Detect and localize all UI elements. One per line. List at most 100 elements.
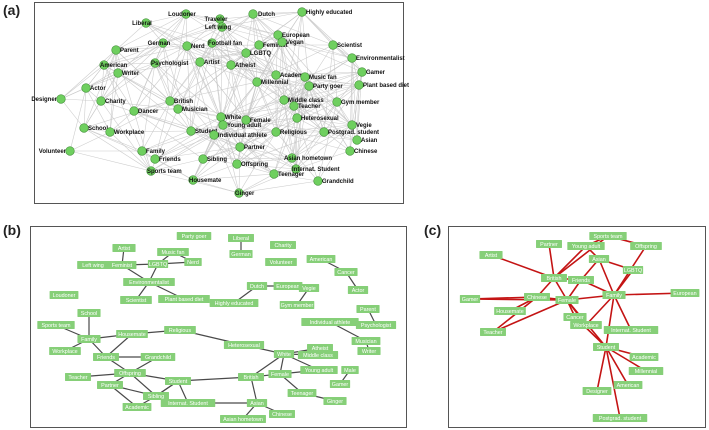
network-b-node-box [356,305,380,313]
network-a-edge [273,105,295,175]
network-b-node-box [114,369,146,377]
node-a-european: European [273,30,310,40]
node-a-american: American [99,60,128,70]
network-a-edge [291,131,325,159]
network-a-edge [186,45,247,54]
node-a-label: Grandchild [322,179,354,185]
node-a-label: Traveler [204,17,228,23]
node-a-sibling: Sibling [198,154,227,164]
network-c-node-box [629,353,659,361]
network-a-edge [349,57,353,152]
network-b-node-box [93,353,119,361]
network-a-edge [83,127,143,152]
network-c-node-label: Millennial [635,369,657,375]
node-a-circle [271,70,281,80]
node-a-left-wing: Left wing [205,22,232,32]
network-b-node-box [298,284,320,292]
network-a-edge [252,13,279,36]
network-b-node-label: Plant based diet [165,297,204,303]
network-c-node-box [593,343,619,351]
node-a-british: British [165,96,193,106]
node-a-circle [158,38,168,48]
network-c-edge [553,245,587,279]
network-a-edge [100,100,152,172]
network-a-edge [202,81,258,160]
node-a-circle [188,175,198,185]
network-c-node-box [541,274,567,282]
network-b-node-box [351,337,381,345]
network-a-edge [291,124,353,159]
network-b-node-cancer: Cancer [334,268,358,276]
network-a-edge [185,13,279,36]
node-a-housemate: Housemate [188,175,222,185]
network-a-edge [141,124,224,152]
node-a-circle [273,30,283,40]
network-b-node-school: School [77,309,101,317]
network-a-edge [154,45,188,64]
network-b-node-box [347,286,369,294]
network-b-node-scientist: Scientist [120,296,152,304]
network-b-node-box [273,350,295,358]
network-a-edge [85,87,111,133]
node-a-circle [195,57,205,67]
node-a-circle [235,142,245,152]
network-c-edge [596,346,607,392]
network-a-edge [304,76,338,103]
node-a-feminist: Feminist [254,40,288,50]
network-a-edge [154,124,224,160]
network-a-edge [283,84,360,101]
network-a-edge [192,179,240,194]
node-a-gamer: Gamer [357,67,386,77]
network-b-node-box [140,353,176,361]
network-b-node-european: European [273,282,303,290]
network-a-edge [220,44,260,118]
network-c-node-box [602,291,626,299]
node-a-label: Partner [244,145,266,151]
node-a-circle [96,96,106,106]
network-a-edge [186,26,223,47]
network-a-edge [238,131,277,194]
network-a-edge [109,49,117,133]
network-c-node-box [628,367,664,375]
node-a-label: Academic [280,73,309,79]
network-b-node-box [165,377,191,385]
node-a-label: Volunteer [39,149,67,155]
network-c-edge [492,299,568,333]
network-a-edge [245,41,283,121]
network-a-edge [211,42,232,66]
node-a-label: Gym member [341,100,380,106]
network-b-node-box [147,260,169,268]
node-a-label: Actor [90,86,106,92]
network-a-edge [230,64,241,148]
network-a-edge [199,61,277,76]
network-a-edge [275,74,353,126]
node-a-label: Left wing [205,25,232,31]
network-a-edge [295,101,338,170]
network-a-edge [275,74,360,86]
network-a-edge [275,131,358,141]
network-b-node-label: Teenager [291,391,314,397]
network-b-node-box [246,282,268,290]
node-a-middle-class: Middle class [279,95,324,105]
network-a-edge [162,18,221,44]
network-a-edge [283,85,310,101]
node-a-circle [182,41,192,51]
network-b-node-label: Grandchild [145,355,171,361]
network-b-node-label: Religious [169,328,191,334]
network-c-node-american: American [613,381,643,389]
network-b-node-party-goer: Party goer [176,232,212,240]
node-a-label: Workplace [114,130,145,136]
network-a-edge [221,26,260,46]
network-b-node-label: Scientist [126,298,147,304]
panel-b-frame [30,226,407,428]
network-a-edge [252,13,334,46]
node-a-circle [111,45,121,55]
network-c-node-label: Student [597,345,616,351]
panel-c-letter: (c) [424,222,442,238]
network-a-edge [199,61,258,83]
network-b-node-label: Friends [97,355,115,361]
node-a-family: Family [137,146,166,156]
network-a-edge [109,131,152,172]
node-a-circle [269,169,279,179]
